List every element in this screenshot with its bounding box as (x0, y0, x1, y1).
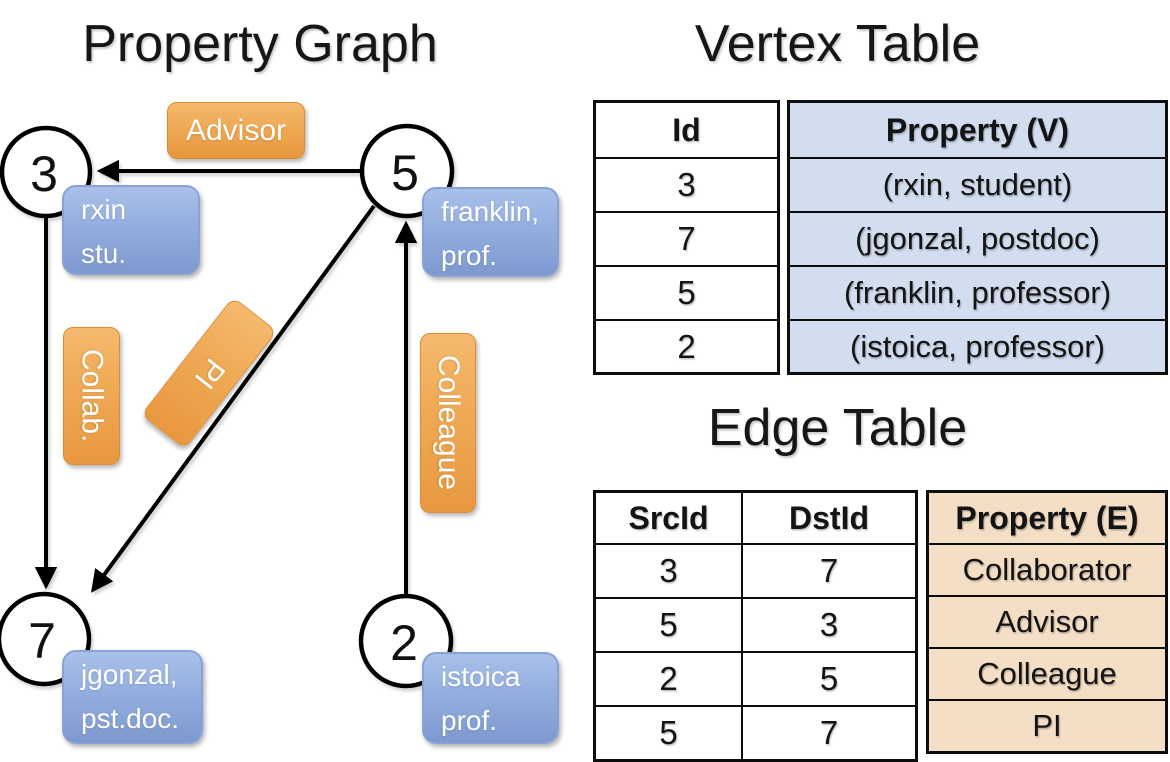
vertex-label-line: jgonzal, (81, 659, 178, 690)
node-id-7: 7 (28, 613, 56, 669)
vertex-label-line: prof. (441, 705, 498, 736)
edge-table-cell-src: 5 (659, 714, 678, 751)
vertex-label-line: pst.doc. (81, 703, 180, 734)
edge-table-cell-dst: 5 (741, 653, 915, 705)
property-graph-title: Property Graph (82, 15, 438, 73)
edge-table-cell-dst: 7 (741, 545, 915, 597)
vertex-label-franklin: franklin, prof. (422, 187, 559, 277)
edge-label-colleague: Colleague (420, 333, 476, 513)
edge-table-id-columns: SrcId DstId 3 7 5 3 2 5 5 7 (593, 490, 918, 762)
vertex-table-cell-id: 7 (596, 211, 777, 265)
vertex-table-cell-id: 2 (596, 319, 777, 372)
edge-label-collab: Collab. (63, 327, 120, 465)
node-id-3: 3 (30, 146, 58, 202)
vertex-table-cell-property: (franklin, professor) (790, 265, 1165, 319)
vertex-table-cell-property: (rxin, student) (790, 157, 1165, 211)
vertex-table-property-column: Property (V) (rxin, student) (jgonzal, p… (787, 100, 1168, 375)
vertex-table-cell-id: 3 (596, 157, 777, 211)
vertex-label-rxin: rxin stu. (62, 185, 200, 275)
vertex-table-cell-id: 5 (596, 265, 777, 319)
edge-table-cell-property: PI (929, 699, 1165, 751)
edge-table-title: Edge Table (707, 399, 968, 457)
edge-table-header-property: Property (E) (929, 493, 1165, 543)
edge-table-row: 3 7 (596, 543, 915, 597)
edge-table-header-row: SrcId DstId (596, 493, 915, 543)
vertex-label-line: rxin (81, 194, 127, 225)
vertex-table-header-id: Id (672, 111, 701, 148)
edge-table-cell-dst: 7 (741, 707, 915, 759)
vertex-table-title: Vertex Table (694, 15, 981, 73)
edge-table-cell-property: Colleague (929, 647, 1165, 699)
edge-table-cell-src: 2 (659, 660, 678, 697)
edge-table-row: 2 5 (596, 651, 915, 705)
vertex-table-cell-property: (istoica, professor) (790, 319, 1165, 372)
vertex-table-cell-property: (jgonzal, postdoc) (790, 211, 1165, 265)
edge-table-cell-src: 3 (659, 552, 678, 589)
vertex-label-line: istoica (441, 661, 521, 692)
edge-table-cell-dst: 3 (741, 599, 915, 651)
property-graph-panel: Property Graph 3 5 7 2 Advisor Collab. P… (0, 0, 585, 760)
graph-canvas: 3 5 7 2 (0, 123, 455, 689)
edge-table-row: 5 7 (596, 705, 915, 759)
vertex-label-istoica: istoica prof. (422, 652, 559, 744)
edge-table-cell-property: Advisor (929, 595, 1165, 647)
edge-pi-5-to-7 (91, 204, 376, 593)
vertex-label-jgonzal: jgonzal, pst.doc. (62, 650, 203, 744)
tables-panel: Vertex Table Id 3 7 5 2 Property (V) (rx… (585, 0, 1170, 762)
node-id-2: 2 (390, 615, 418, 671)
vertex-table-id-column: Id 3 7 5 2 (593, 100, 780, 375)
edge-table-cell-property: Collaborator (929, 543, 1165, 595)
vertex-label-line: franklin, (441, 196, 540, 227)
vertex-label-line: prof. (441, 240, 498, 271)
edge-table-cell-src: 5 (659, 606, 678, 643)
edge-table-header-dstid: DstId (741, 493, 915, 543)
edge-table-property-column: Property (E) Collaborator Advisor Collea… (926, 490, 1168, 754)
edge-label-advisor: Advisor (167, 102, 305, 159)
vertex-label-line: stu. (81, 238, 127, 269)
edge-table-header-srcid: SrcId (628, 499, 709, 536)
node-id-5: 5 (391, 145, 419, 201)
vertex-table-header-property: Property (V) (790, 103, 1165, 157)
edge-table-row: 5 3 (596, 597, 915, 651)
